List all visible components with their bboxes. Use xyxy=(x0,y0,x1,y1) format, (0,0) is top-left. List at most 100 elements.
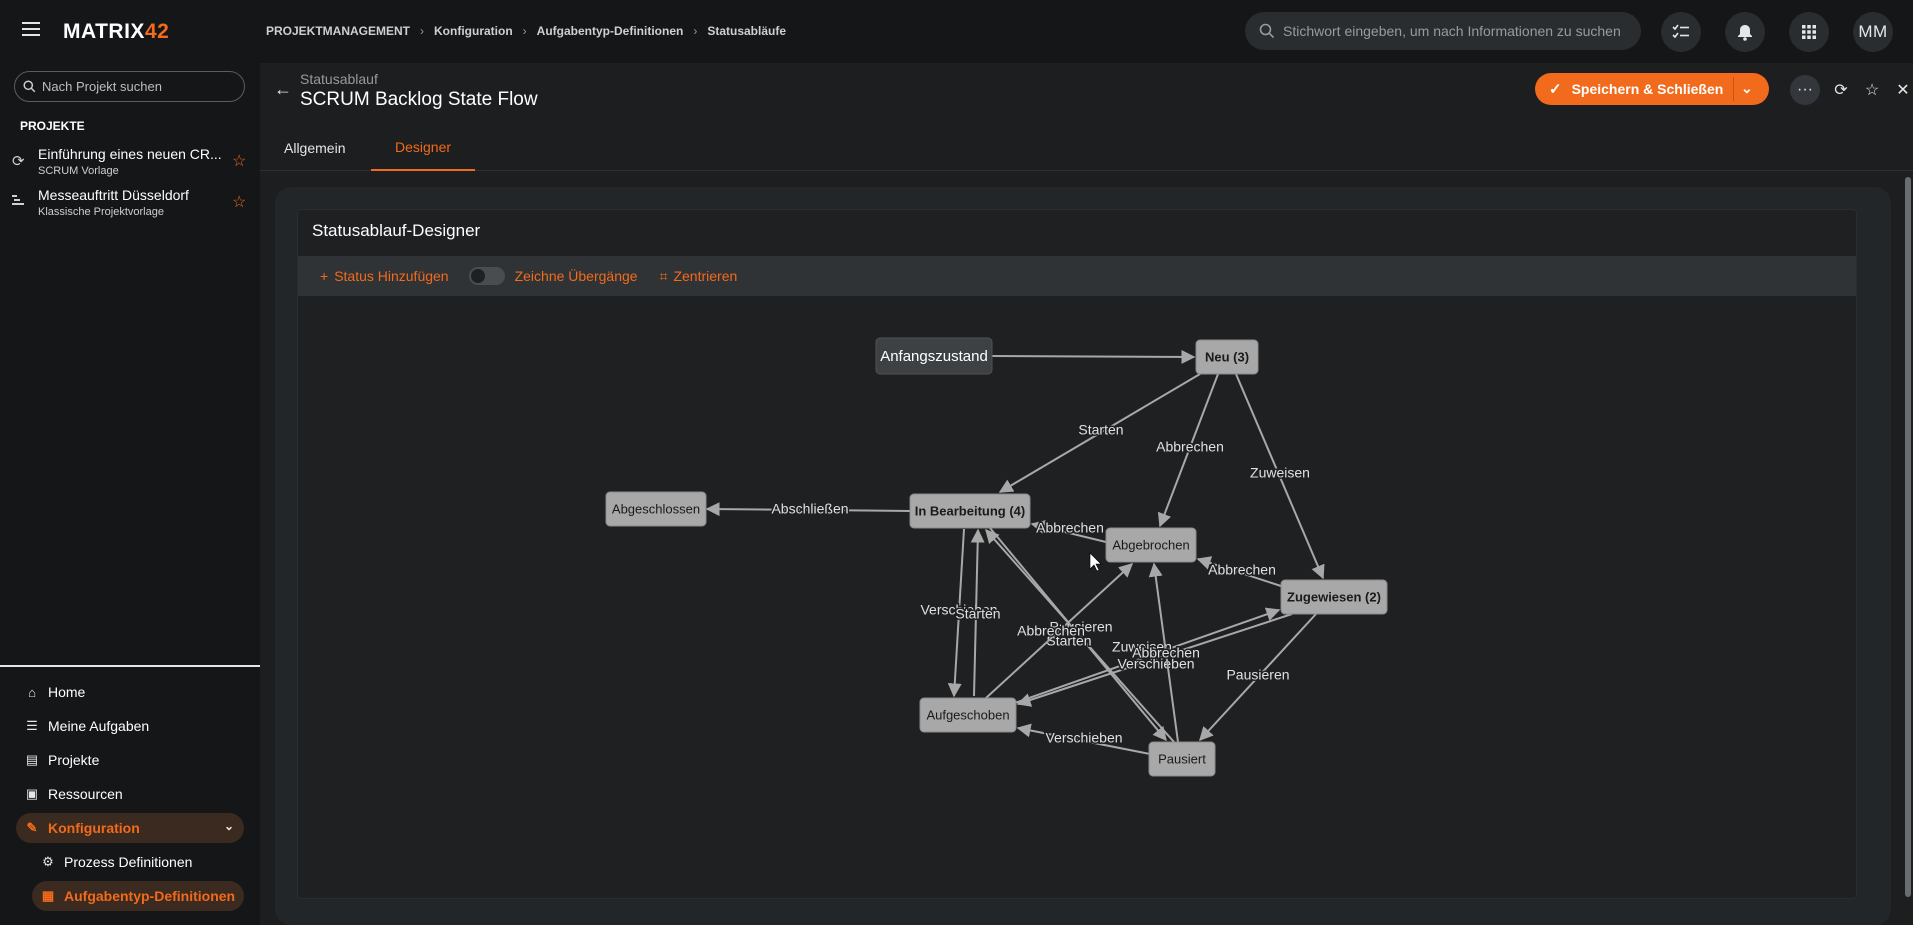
state-node-start[interactable]: Anfangszustand xyxy=(875,337,993,375)
scrollbar[interactable] xyxy=(1905,177,1911,897)
nav-item-meine-aufgaben[interactable]: ☰ Meine Aufgaben xyxy=(16,711,244,741)
state-node-paus[interactable]: Pausiert xyxy=(1148,741,1216,777)
transition-label: Verschieben xyxy=(1117,656,1194,672)
nav-item-prozess-definitionen[interactable]: ⚙ Prozess Definitionen xyxy=(32,847,244,877)
toggle-switch[interactable] xyxy=(468,267,505,285)
draw-transitions-label: Zeichne Übergänge xyxy=(514,268,638,284)
state-node-neu[interactable]: Neu (3) xyxy=(1195,339,1259,375)
transition-arrow[interactable] xyxy=(991,349,1196,364)
draw-transitions-toggle[interactable]: Zeichne Übergänge xyxy=(468,267,638,285)
refresh-icon[interactable]: ⟳ xyxy=(1834,82,1848,99)
tasks-icon[interactable] xyxy=(1661,12,1701,52)
search-input[interactable] xyxy=(1283,23,1633,39)
transition-arrow[interactable] xyxy=(1030,520,1107,543)
plus-icon: + xyxy=(320,268,329,284)
apps-grid-icon[interactable] xyxy=(1789,12,1829,52)
back-arrow-icon[interactable]: ← xyxy=(274,79,292,99)
state-node-label: Abgeschlossen xyxy=(612,501,700,516)
project-search[interactable] xyxy=(14,71,245,102)
close-icon[interactable]: ✕ xyxy=(1896,82,1910,99)
state-node-aufg[interactable]: Aufgeschoben xyxy=(919,697,1017,733)
state-node-box[interactable] xyxy=(1195,339,1259,375)
state-node-box[interactable] xyxy=(919,697,1017,733)
breadcrumb-item-aufgabentyp[interactable]: Aufgabentyp-Definitionen xyxy=(536,24,684,38)
logo[interactable]: MATRIX42 xyxy=(63,20,169,44)
save-and-close-button[interactable]: ✓ Speichern & Schließen ⌄ xyxy=(1535,73,1769,105)
transition-arrow[interactable] xyxy=(1157,373,1219,528)
add-status-button[interactable]: + Status Hinzufügen xyxy=(320,268,449,284)
transition-label: Abbrechen xyxy=(1208,562,1276,578)
state-node-box[interactable] xyxy=(875,337,993,375)
transition-label: Pausieren xyxy=(1226,667,1289,683)
chevron-down-icon[interactable]: ⌄ xyxy=(1741,80,1753,96)
breadcrumb-item-statusablaeufe[interactable]: Statusabläufe xyxy=(707,24,787,38)
state-node-zugew[interactable]: Zugewiesen (2) xyxy=(1280,579,1388,615)
nav-item-konfiguration[interactable]: ✎ Konfiguration ⌄ xyxy=(16,813,244,843)
state-node-box[interactable] xyxy=(1105,527,1197,563)
menu-icon[interactable] xyxy=(22,22,40,36)
global-search[interactable] xyxy=(1245,12,1641,50)
state-node-abgeschl[interactable]: Abgeschlossen xyxy=(605,491,707,527)
project-item[interactable]: ⟳ Einführung eines neuen CR... SCRUM Vor… xyxy=(0,143,260,183)
avatar[interactable]: MM xyxy=(1853,12,1893,52)
state-node-box[interactable] xyxy=(1148,741,1216,777)
transition-arrow[interactable] xyxy=(970,528,985,697)
main-content: ← Statusablauf SCRUM Backlog State Flow … xyxy=(260,63,1913,925)
transition-arrow[interactable] xyxy=(947,528,965,698)
check-icon: ✓ xyxy=(1549,81,1562,98)
project-search-input[interactable] xyxy=(42,79,242,94)
nav-item-aufgabentyp-definitionen[interactable]: ▦ Aufgabentyp-Definitionen xyxy=(32,881,244,911)
breadcrumb-item-projektmanagement[interactable]: PROJEKTMANAGEMENT xyxy=(266,24,411,38)
tab-allgemein[interactable]: Allgemein xyxy=(284,140,346,156)
project-name: Messeauftritt Düsseldorf xyxy=(38,187,189,203)
breadcrumb-item-konfiguration[interactable]: Konfiguration xyxy=(434,24,513,38)
crop-icon: ⌗ xyxy=(659,267,668,284)
star-icon[interactable]: ☆ xyxy=(232,194,247,211)
projects-section-title: PROJEKTE xyxy=(20,119,85,133)
center-button[interactable]: ⌗ Zentrieren xyxy=(660,268,738,285)
nav-item-home[interactable]: ⌂ Home xyxy=(16,677,244,707)
transition-arrow[interactable] xyxy=(1011,607,1281,705)
state-node-box[interactable] xyxy=(605,491,707,527)
state-node-box[interactable] xyxy=(1280,579,1388,615)
transition-arrow[interactable] xyxy=(1196,556,1282,587)
state-node-inb[interactable]: In Bearbeitung (4) xyxy=(909,493,1031,529)
transition-arrow[interactable] xyxy=(985,563,1134,699)
star-icon[interactable]: ☆ xyxy=(232,153,247,170)
chevron-right-icon: › xyxy=(420,24,425,38)
home-icon: ⌂ xyxy=(28,684,36,700)
transition-arrow[interactable] xyxy=(705,502,911,517)
sidebar-divider xyxy=(0,665,260,667)
breadcrumb: PROJEKTMANAGEMENT › Konfiguration › Aufg… xyxy=(266,24,786,38)
transition-arrow[interactable] xyxy=(1235,373,1325,580)
nav-item-ressourcen[interactable]: ▣ Ressourcen xyxy=(16,779,244,809)
state-node-box[interactable] xyxy=(909,493,1031,529)
nav-item-projekte[interactable]: ▤ Projekte xyxy=(16,745,244,775)
more-options-icon[interactable]: ··· xyxy=(1790,75,1820,105)
transition-arrow[interactable] xyxy=(985,528,1175,743)
list-icon: ☰ xyxy=(26,718,38,733)
state-node-label: Pausiert xyxy=(1158,751,1206,766)
logo-number: 42 xyxy=(144,20,170,43)
nav-label: Projekte xyxy=(48,752,100,768)
resources-icon: ▣ xyxy=(25,786,39,801)
project-template: SCRUM Vorlage xyxy=(38,165,119,177)
star-icon[interactable]: ☆ xyxy=(1864,82,1880,99)
nav-label: Aufgabentyp-Definitionen xyxy=(64,888,236,904)
transition-arrow[interactable] xyxy=(998,373,1201,493)
transition-label: Zuweisen xyxy=(1112,639,1172,655)
transition-arrow[interactable] xyxy=(1199,613,1317,742)
state-node-label: Zugewiesen (2) xyxy=(1287,589,1381,604)
transition-arrow[interactable] xyxy=(1148,562,1179,743)
state-flow-diagram[interactable]: StartenAbbrechenZuweisenAbschließenAbbre… xyxy=(298,296,1856,898)
notification-bell-icon[interactable] xyxy=(1725,12,1765,52)
transition-label: Starten xyxy=(955,606,1000,622)
transition-label: Abbrechen xyxy=(1132,645,1200,661)
state-node-abgebr[interactable]: Abgebrochen xyxy=(1105,527,1197,563)
tab-designer[interactable]: Designer xyxy=(371,125,476,171)
transition-arrow[interactable] xyxy=(1016,613,1293,707)
transition-arrow[interactable] xyxy=(1016,723,1151,755)
project-item[interactable]: Messeauftritt Düsseldorf Klassische Proj… xyxy=(0,184,260,224)
chevron-down-icon[interactable]: ⌄ xyxy=(223,819,234,833)
